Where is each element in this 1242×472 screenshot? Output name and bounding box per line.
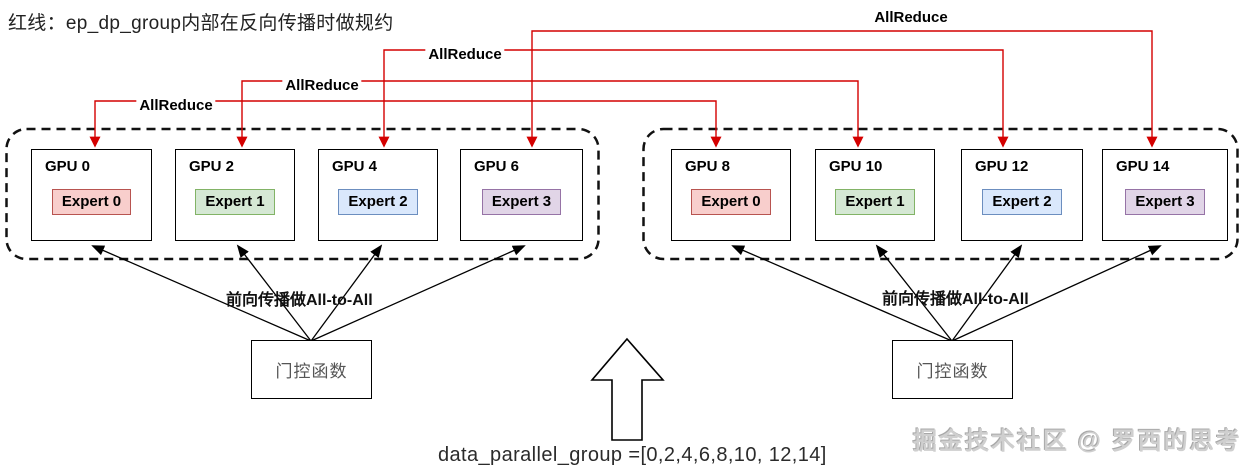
expert-box: Expert 1 — [195, 189, 275, 215]
ep-group-box-left — [5, 127, 600, 261]
gpu-label: GPU 6 — [474, 158, 520, 175]
gpu-label: GPU 12 — [975, 158, 1029, 175]
gpu-label: GPU 10 — [829, 158, 883, 175]
expert-box: Expert 2 — [982, 189, 1062, 215]
gpu-label: GPU 14 — [1116, 158, 1170, 175]
gpu-label: GPU 8 — [685, 158, 731, 175]
gpu-label: GPU 4 — [332, 158, 378, 175]
data-parallel-group-text: data_parallel_group =[0,2,4,6,8,10, 12,1… — [438, 444, 827, 466]
alltoall-fan-line — [875, 244, 953, 342]
allreduce-line-gpu4-gpu12 — [378, 49, 1009, 148]
allreduce-line-gpu6-gpu14 — [526, 30, 1158, 148]
gpu-card: GPU 0 Expert 0 — [31, 149, 152, 241]
expert-box: Expert 3 — [481, 189, 562, 215]
allreduce-line-gpu0-gpu8 — [89, 100, 722, 148]
header-note: 红线：ep_dp_group内部在反向传播时做规约 — [8, 13, 394, 34]
gpu-label: GPU 0 — [45, 158, 91, 175]
gating-box-left: 门控函数 — [251, 340, 372, 399]
gating-box-right: 门控函数 — [892, 340, 1013, 399]
alltoall-fan-line — [236, 244, 312, 342]
gpu-card: GPU 2 Expert 1 — [175, 149, 295, 241]
expert-box: Expert 0 — [51, 189, 132, 215]
alltoall-fan-line — [951, 245, 1162, 342]
alltoall-fan-line — [731, 245, 953, 342]
expert-box: Expert 1 — [835, 189, 915, 215]
expert-box: Expert 2 — [338, 189, 418, 215]
forward-pass-label-right: 前向传播做All-to-All — [882, 291, 1029, 308]
gpu-card: GPU 10 Expert 1 — [815, 149, 935, 241]
ep-group-box-right — [642, 127, 1239, 261]
allreduce-label: AllReduce — [282, 77, 362, 94]
gpu-card: GPU 4 Expert 2 — [318, 149, 438, 241]
big-up-arrow — [590, 337, 665, 441]
alltoall-fan-line — [91, 245, 312, 342]
gating-label: 门控函数 — [916, 362, 989, 381]
allreduce-label: AllReduce — [425, 46, 505, 63]
allreduce-label: AllReduce — [136, 97, 216, 114]
gpu-card: GPU 8 Expert 0 — [671, 149, 791, 241]
alltoall-fan-line — [951, 244, 1023, 342]
gpu-label: GPU 2 — [189, 158, 235, 175]
expert-box: Expert 0 — [691, 189, 771, 215]
watermark: 掘金技术社区 @ 罗西的思考 — [913, 428, 1242, 455]
allreduce-line-gpu2-gpu10 — [236, 80, 864, 148]
allreduce-label: AllReduce — [871, 9, 951, 26]
gpu-card: GPU 14 Expert 3 — [1102, 149, 1228, 241]
forward-pass-label-left: 前向传播做All-to-All — [226, 292, 373, 309]
expert-box: Expert 3 — [1125, 189, 1205, 215]
alltoall-fan-line — [310, 245, 526, 342]
alltoall-fan-line — [310, 244, 383, 342]
gpu-card: GPU 6 Expert 3 — [460, 149, 583, 241]
gating-label: 门控函数 — [275, 362, 348, 381]
gpu-card: GPU 12 Expert 2 — [961, 149, 1083, 241]
